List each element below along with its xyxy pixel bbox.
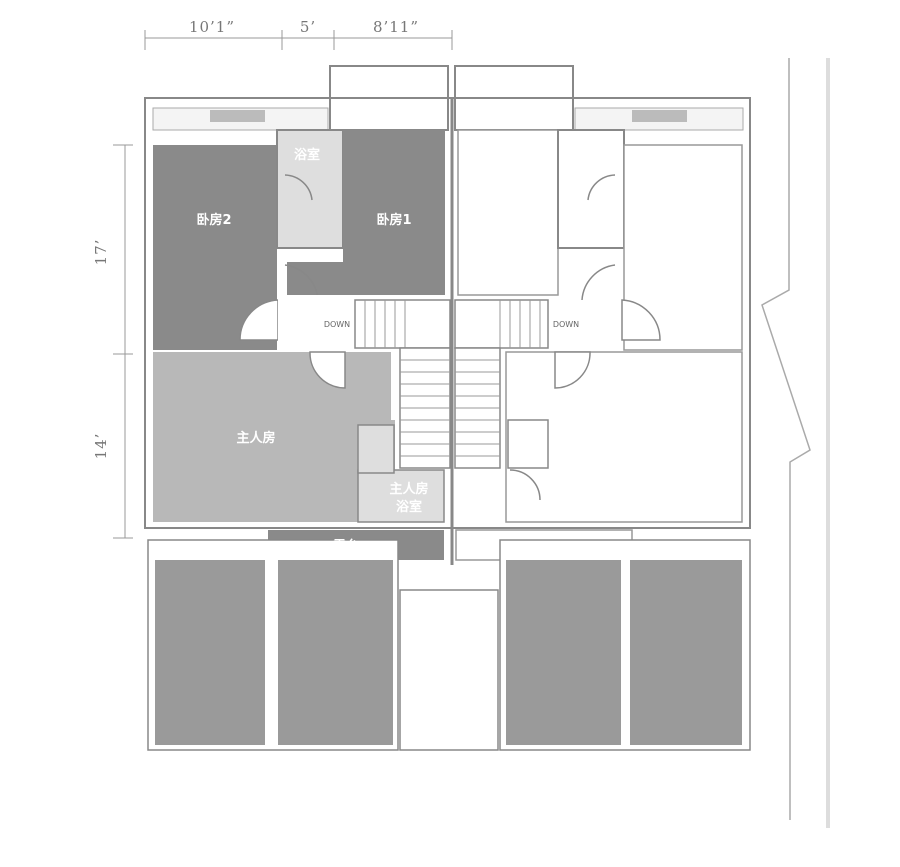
stairs-down-label-left: DOWN: [324, 320, 350, 329]
label-bedroom1: 卧房1: [376, 212, 411, 228]
label-bath: 浴室: [294, 147, 320, 163]
master-closet: [357, 424, 395, 474]
label-bedroom2: 卧房2: [196, 212, 231, 228]
stairs-left: [354, 299, 451, 469]
door-bath: [284, 174, 313, 201]
roof-gap: [399, 589, 499, 751]
roof-hatch-left: [147, 539, 399, 751]
top-dimension-line: [144, 30, 453, 50]
door-bedroom2: [239, 299, 279, 341]
building-outline: [144, 97, 751, 529]
right-unit: [454, 129, 743, 561]
site-edge-strip: [826, 58, 830, 828]
roof-hatch-right: [499, 539, 751, 751]
dim-left-1: 17’: [92, 239, 110, 266]
dim-top-1: 10’1”: [189, 18, 235, 36]
left-dimension-line: [113, 144, 133, 539]
dim-left-2: 14’: [92, 433, 110, 460]
bedroom1-alcove: [287, 262, 445, 295]
stairs-down-label-right: DOWN: [553, 320, 579, 329]
dim-top-3: 8’11”: [373, 18, 419, 36]
corridor-left: [278, 295, 353, 350]
ledge-hatch-right: [632, 110, 687, 122]
door-master: [309, 351, 346, 389]
master-floor-ext: [347, 352, 391, 420]
ledge-hatch-left: [210, 110, 265, 122]
dim-top-2: 5’: [300, 18, 316, 36]
label-balcony: 露台: [333, 538, 359, 554]
bath-floor: [276, 129, 344, 249]
master-bath-floor: [357, 469, 445, 523]
label-master: 主人房: [236, 430, 275, 446]
door-bedroom1: [284, 264, 319, 301]
label-master-bath-2: 浴室: [396, 499, 422, 515]
label-master-bath-1: 主人房: [389, 481, 428, 497]
site-boundary: [761, 58, 811, 820]
